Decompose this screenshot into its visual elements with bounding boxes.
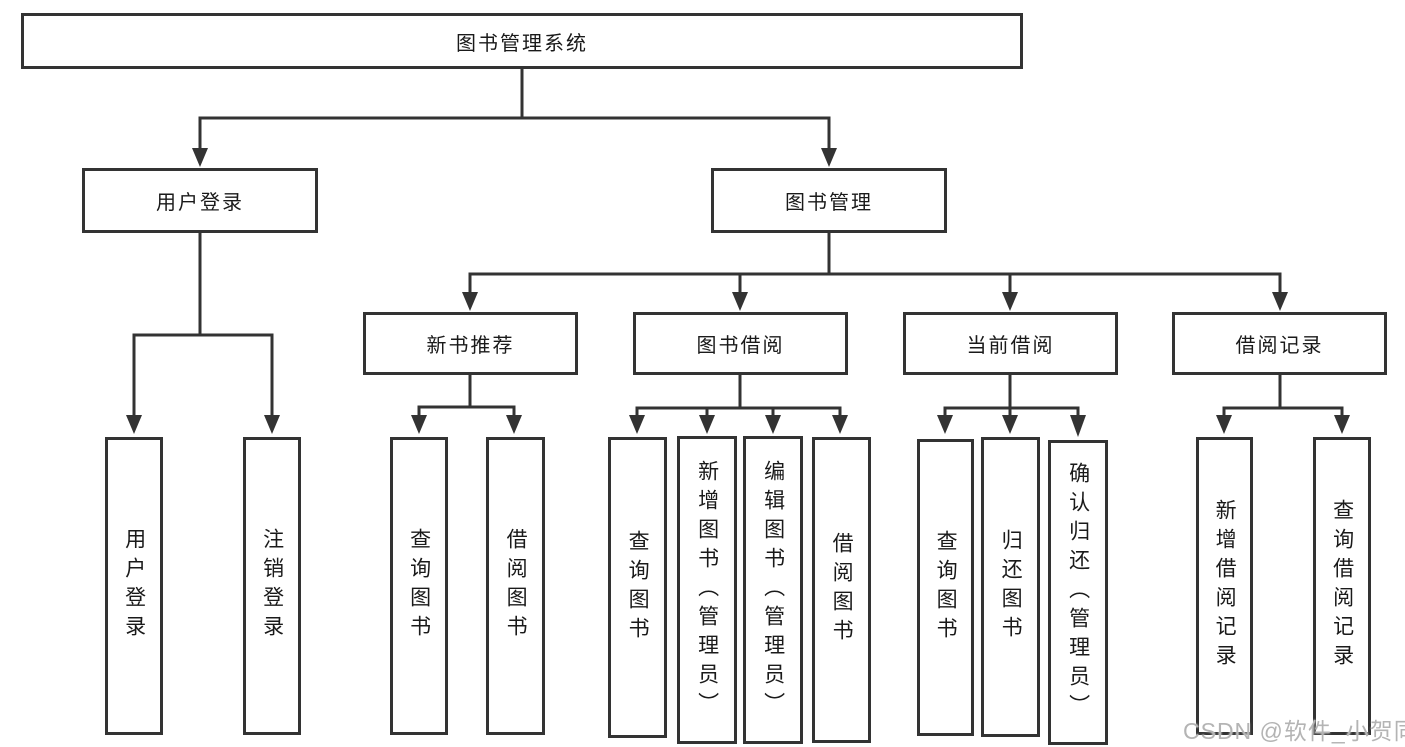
leaf-recommend-query-books: 查询图书	[390, 437, 448, 735]
leaf-borrow-query-books: 查询图书	[608, 437, 667, 738]
leaf-current-confirm-return-admin-label: 确认归还（管理员）	[1066, 462, 1090, 723]
leaf-records-query-record-label: 查询借阅记录	[1330, 499, 1354, 673]
leaf-records-add-record: 新增借阅记录	[1196, 437, 1253, 735]
leaf-user-login: 用户登录	[105, 437, 163, 735]
node-user-login: 用户登录	[82, 168, 318, 233]
node-book-borrow-label: 图书借阅	[696, 335, 785, 357]
node-current-borrow-label: 当前借阅	[966, 335, 1055, 357]
leaf-records-query-record: 查询借阅记录	[1313, 437, 1371, 735]
leaf-borrow-borrow-books-label: 借阅图书	[830, 532, 854, 648]
node-new-book-recommend: 新书推荐	[363, 312, 578, 375]
node-book-management-label: 图书管理	[785, 192, 873, 214]
arrowheads	[126, 148, 1350, 437]
leaf-borrow-edit-books-admin: 编辑图书（管理员）	[743, 436, 803, 744]
node-root-label: 图书管理系统	[456, 32, 588, 55]
node-user-login-label: 用户登录	[156, 192, 244, 214]
leaf-user-login-label: 用户登录	[122, 528, 146, 644]
leaf-logout: 注销登录	[243, 437, 301, 735]
leaf-borrow-add-books-admin-label: 新增图书（管理员）	[695, 459, 719, 721]
node-root: 图书管理系统	[21, 13, 1023, 69]
node-borrow-records: 借阅记录	[1172, 312, 1387, 375]
node-book-borrow: 图书借阅	[633, 312, 848, 375]
leaf-records-add-record-label: 新增借阅记录	[1213, 499, 1237, 673]
watermark: CSDN @软件_小贺同学	[1183, 718, 1405, 744]
leaf-current-query-books: 查询图书	[917, 439, 974, 736]
leaf-borrow-borrow-books: 借阅图书	[812, 437, 871, 743]
leaf-logout-label: 注销登录	[260, 528, 284, 644]
leaf-current-confirm-return-admin: 确认归还（管理员）	[1048, 440, 1108, 745]
leaf-borrow-query-books-label: 查询图书	[626, 529, 650, 646]
node-current-borrow: 当前借阅	[903, 312, 1118, 375]
leaf-borrow-edit-books-admin-label: 编辑图书（管理员）	[761, 459, 785, 721]
leaf-borrow-add-books-admin: 新增图书（管理员）	[677, 436, 737, 744]
leaf-current-return-books: 归还图书	[981, 437, 1040, 737]
leaf-recommend-query-books-label: 查询图书	[407, 528, 431, 644]
leaf-current-query-books-label: 查询图书	[934, 529, 958, 646]
leaf-recommend-borrow-books-label: 借阅图书	[504, 528, 528, 644]
leaf-current-return-books-label: 归还图书	[999, 529, 1023, 645]
node-new-book-recommend-label: 新书推荐	[426, 335, 515, 357]
node-book-management: 图书管理	[711, 168, 947, 233]
node-borrow-records-label: 借阅记录	[1235, 335, 1324, 357]
leaf-recommend-borrow-books: 借阅图书	[486, 437, 545, 735]
